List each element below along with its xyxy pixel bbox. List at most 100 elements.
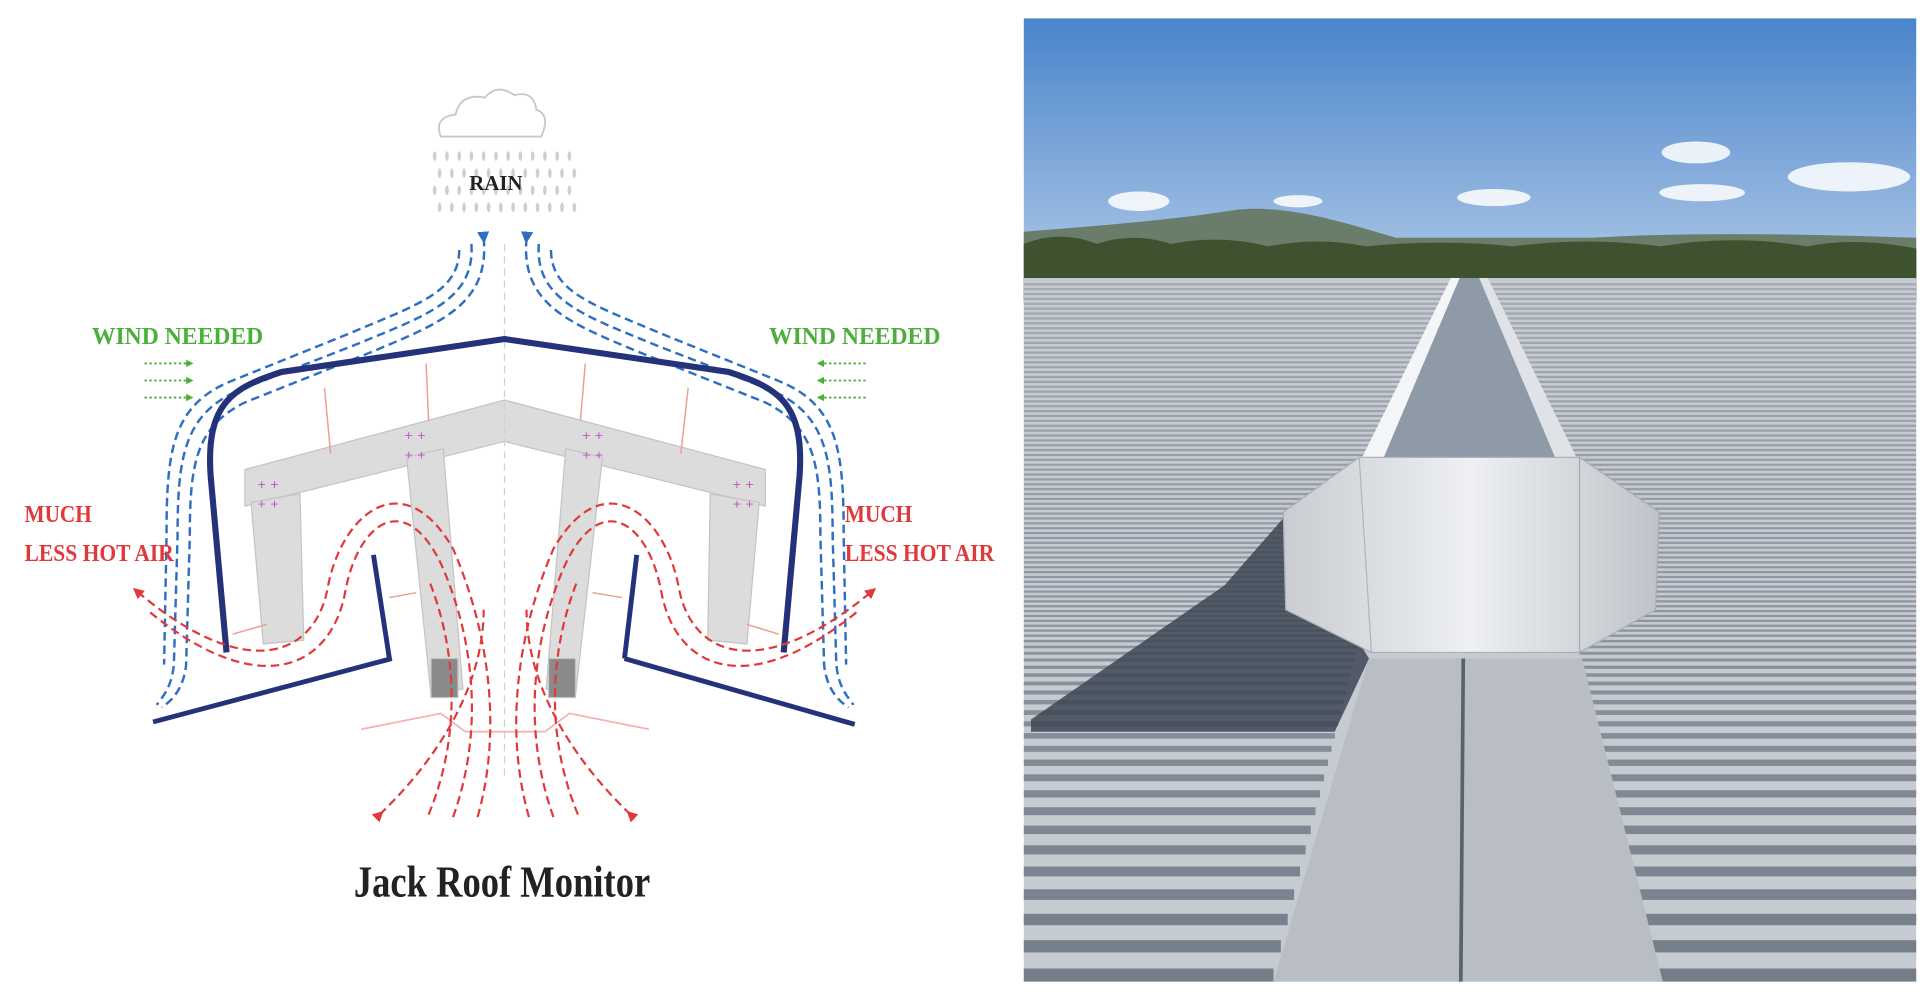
roof-rib [1577,645,1917,649]
rain-drop [506,151,510,161]
svg-text:+ +: + + [257,478,279,491]
svg-text:+ +: + + [404,449,426,462]
hot-air-label-right-line2: LESS HOT AIR [845,540,995,567]
roof-rib [1628,845,1917,855]
roof-rib [1023,473,1402,476]
roof-rib [1518,400,1917,403]
roof-rib [1023,889,1295,900]
roof-rib [1023,774,1325,782]
roof-rib [1554,551,1917,554]
svg-text:+ +: + + [582,449,604,462]
roof-rib [1023,351,1432,354]
roof-rib [1528,444,1917,447]
rain-drop [432,151,437,161]
roof-rib [1525,429,1917,432]
rain-drop [560,168,564,179]
roof-rib [1589,690,1917,695]
roof-rib [1495,307,1917,310]
rain-drop [462,168,466,179]
roof-rib [1543,502,1917,505]
roof-rib [1526,434,1917,437]
roof-rib [1633,866,1917,877]
roof-rib [1531,453,1917,457]
rain-drop [481,151,486,161]
roof-rib [1023,385,1424,388]
roof-rib [1570,614,1917,618]
roof-rib [1023,444,1409,447]
roof-rib [1023,507,1393,510]
rain-drop [560,202,564,213]
roof-rib [1614,790,1917,798]
roof-rib [1573,629,1917,632]
diagram-title: Jack Roof Monitor [354,857,650,906]
roof-rib [1023,414,1416,418]
roof-rib [1023,561,1380,564]
roof-rib [1023,845,1306,855]
roof-rib [1508,361,1917,364]
roof-rib [1569,610,1917,613]
roof-rib [1023,488,1398,491]
roof-rib [1582,665,1917,669]
rain-drop [486,202,491,213]
roof-rib [1575,634,1917,637]
roof-rib [1515,390,1917,393]
roof-rib [1556,556,1917,559]
rain-drop [474,202,479,213]
rain-drop [567,185,572,196]
rain-drop [432,185,437,196]
rain-drop [474,168,479,179]
roof-rib [1512,375,1917,379]
roof-rib [1023,395,1421,398]
roof-rib [1544,507,1917,510]
roof-rib [1545,512,1917,515]
roof-rib [1562,580,1917,583]
roof-rib [1541,497,1917,501]
svg-text:+ +: + + [732,478,754,491]
roof-rib [1023,288,1448,291]
roof-rib [1540,492,1917,496]
roof-rib [1550,531,1917,535]
roof-rib [1023,940,1281,953]
monitor-outer-shell [206,335,804,653]
svg-text:+ +: + + [404,429,426,442]
roof-rib [1023,410,1418,413]
rain-drop [523,168,528,179]
rain-drop [457,151,462,161]
roof-rib [1491,292,1917,296]
roof-rib [1023,527,1388,530]
roof-rib [1023,346,1434,349]
roof-rib [1023,585,1373,588]
roof-rib [1023,400,1420,403]
roof-rib [1023,434,1412,437]
rain-drop [572,202,577,213]
roof-rib [1023,429,1413,432]
roof-rib [1506,351,1917,354]
rain-drop [445,151,449,161]
roof-rib [1023,733,1335,739]
rain-drop [437,202,442,213]
roof-rib [1023,419,1415,422]
rain-drop [494,151,498,161]
roof-rib [1023,405,1419,408]
roof-rib [1023,439,1410,442]
roof-rib [1529,449,1917,452]
roof-rib [1539,488,1917,491]
roof-rib [1023,556,1381,559]
roof-rib [1023,541,1384,544]
roof-rib [1490,288,1917,291]
roof-rib [1023,327,1439,330]
roof-rib [1023,807,1316,816]
roof-rib [1509,366,1917,369]
wind-needed-label-left: WIND NEEDED [92,323,263,350]
roof-rib [1023,297,1446,301]
roof-rib [1023,463,1404,466]
roof-rib [1579,651,1917,655]
roof-rib [1493,297,1917,301]
rain-drop [437,168,442,179]
roof-rib [1023,866,1301,877]
roof-rib [1023,478,1400,481]
rain-drop [486,168,491,179]
roof-rib [1533,463,1917,466]
roof-rib [1023,380,1425,383]
